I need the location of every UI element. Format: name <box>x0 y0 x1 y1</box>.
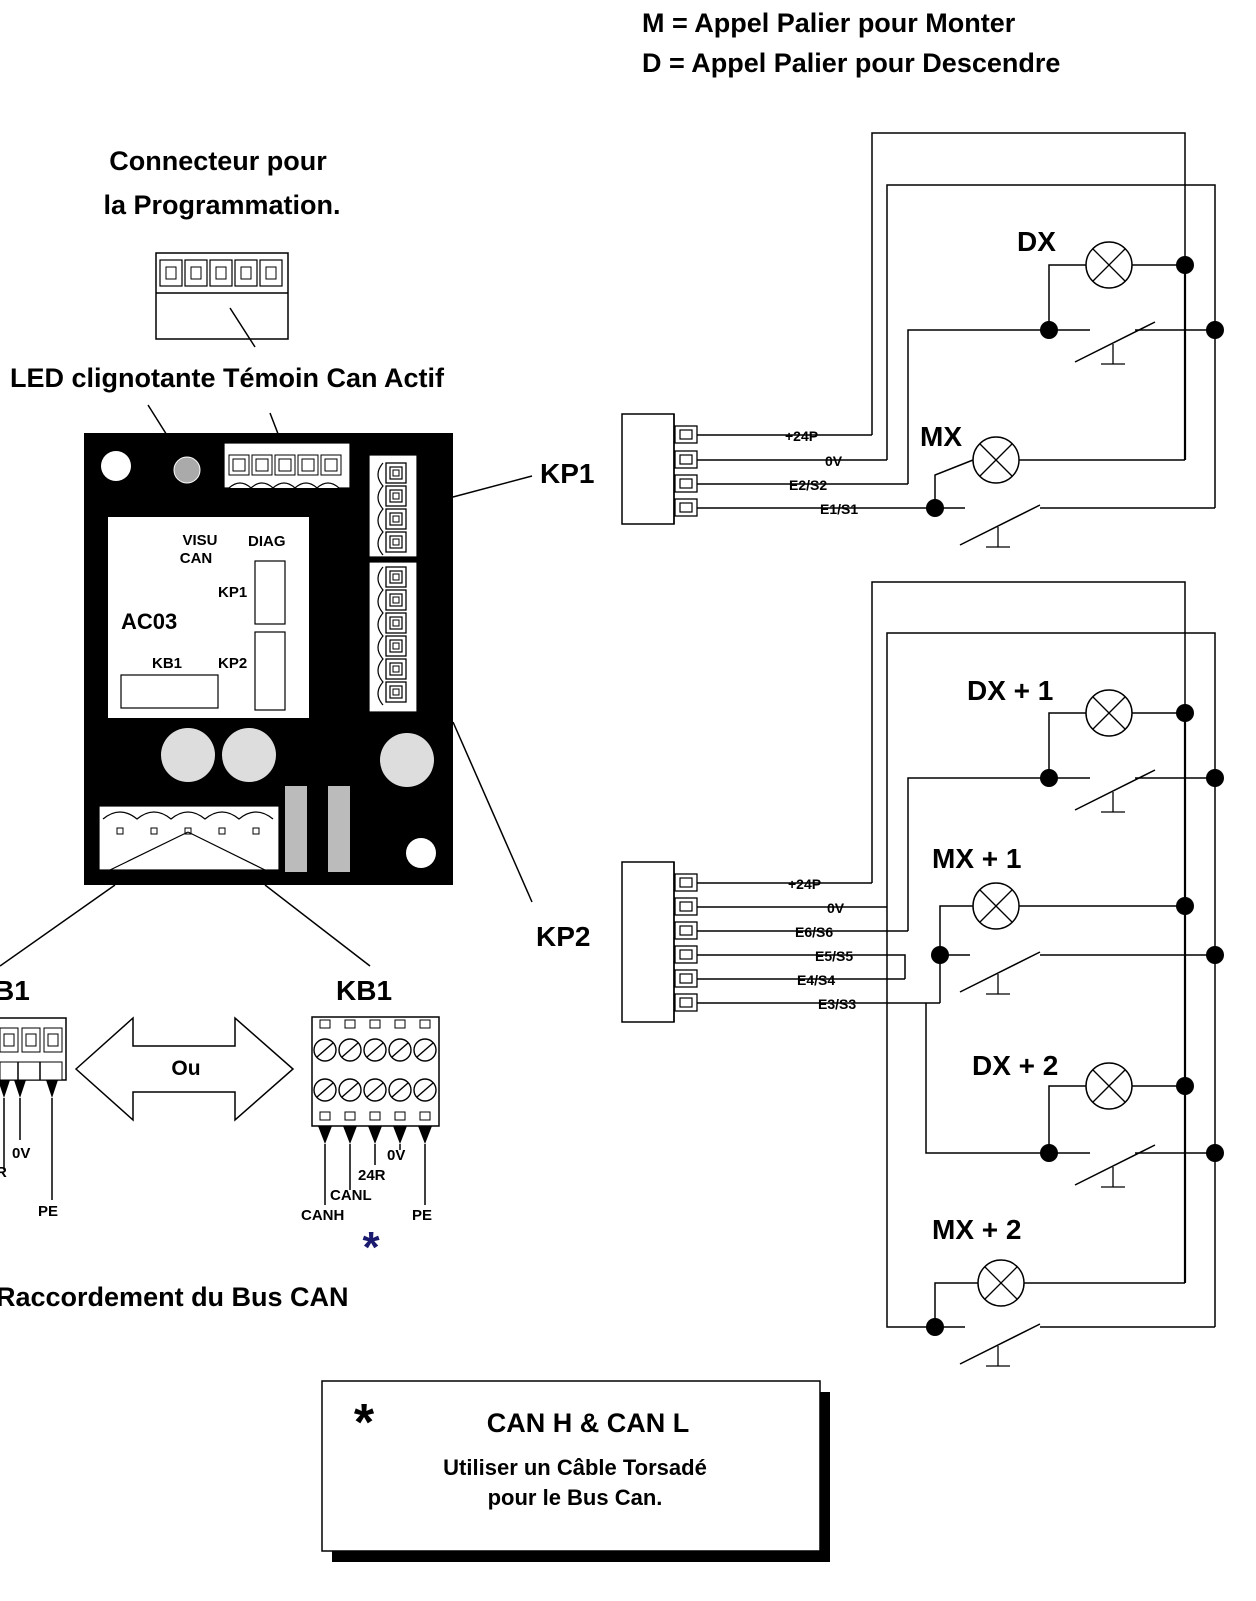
kp2-wiring: +24P 0V E6/S6 E5/S5 E4/S4 E3/S3 DX + 1 M… <box>621 581 1224 1367</box>
board-can: CAN <box>180 550 213 567</box>
kb1-right-star: * <box>362 1223 380 1272</box>
board-kp2-connector <box>368 561 418 713</box>
node <box>1040 321 1058 339</box>
lamp-dx1-label: DX + 1 <box>967 675 1053 706</box>
board-kp1-connector <box>368 454 418 558</box>
mount-hole <box>406 838 436 868</box>
kp1-wiring: +24P 0V E2/S2 E1/S1 DX MX <box>621 132 1224 548</box>
kb1-left-connector: B1 0V R PE <box>0 975 67 1220</box>
prog-connector-title-2: la Programmation. <box>103 190 340 220</box>
prog-connector-pins <box>159 259 283 287</box>
ac03-board: VISU CAN DIAG KP1 AC03 KB1 KP2 <box>84 433 453 885</box>
kp2-connector-housing <box>621 861 675 1023</box>
kp2-pin-e3s3: E3/S3 <box>818 996 856 1012</box>
kb1-right-0v: 0V <box>387 1147 405 1164</box>
diag-kp2-slot <box>254 631 286 711</box>
kb1-right-24r: 24R <box>358 1167 386 1184</box>
lamp-mx2-label: MX + 2 <box>932 1214 1021 1245</box>
kp1-pin-24p: +24P <box>785 428 818 444</box>
lamp-mx-label: MX <box>920 421 962 452</box>
kp2-pin-e4s4: E4/S4 <box>797 972 835 988</box>
kp1-pin-e1s1: E1/S1 <box>820 501 858 517</box>
callout-kp1: KP1 <box>540 458 594 489</box>
node <box>1176 256 1194 274</box>
callout-kp2: KP2 <box>536 921 590 952</box>
kb1-right-canl: CANL <box>330 1187 372 1204</box>
diag-kb1-slot <box>120 674 219 709</box>
node <box>926 499 944 517</box>
kb1-right-title: KB1 <box>336 975 392 1006</box>
kb1-right-canh: CANH <box>301 1207 344 1224</box>
bus-can-label: Raccordement du Bus CAN <box>0 1282 349 1312</box>
kp2-pin-0v: 0V <box>827 900 845 916</box>
legend: M = Appel Palier pour Monter D = Appel P… <box>642 8 1060 78</box>
lamp-mx1-label: MX + 1 <box>932 843 1021 874</box>
note-box: * CAN H & CAN L Utiliser un Câble Torsad… <box>321 1380 830 1562</box>
legend-line-down: D = Appel Palier pour Descendre <box>642 48 1060 78</box>
fuse-1 <box>285 786 307 872</box>
legend-line-up: M = Appel Palier pour Monter <box>642 8 1016 38</box>
kp1-connector-housing <box>621 413 675 525</box>
kb1-right-connector: KB1 0V 24R CANL CANH PE * <box>301 975 440 1272</box>
capacitor-2 <box>222 728 276 782</box>
capacitor-1 <box>161 728 215 782</box>
board-kb1-connector <box>98 805 280 871</box>
kb1-left-r: R <box>0 1164 7 1181</box>
note-line-2: pour le Bus Can. <box>488 1485 663 1510</box>
board-kp2: KP2 <box>218 655 247 672</box>
led-indicator <box>173 456 201 484</box>
lamp-dx-label: DX <box>1017 226 1056 257</box>
kb1-right-pe: PE <box>412 1207 432 1224</box>
kp2-pin-24p: +24P <box>788 876 821 892</box>
board-prog-header <box>223 442 351 489</box>
kb1-left-pe: PE <box>38 1203 58 1220</box>
programming-connector: Connecteur pour la Programmation. <box>103 146 341 348</box>
prog-connector-title-1: Connecteur pour <box>109 146 327 176</box>
kb1-left-title: B1 <box>0 975 30 1006</box>
note-star: * <box>354 1394 375 1452</box>
board-visu: VISU <box>182 532 217 549</box>
lamp-dx2-label: DX + 2 <box>972 1050 1058 1081</box>
node <box>1206 321 1224 339</box>
kp2-pin-e6s6: E6/S6 <box>795 924 833 940</box>
board-kp1: KP1 <box>218 584 247 601</box>
kp1-pin-e2s2: E2/S2 <box>789 477 827 493</box>
kb1-left-0v: 0V <box>12 1145 30 1162</box>
kp2-pin-e5s5: E5/S5 <box>815 948 853 964</box>
board-diag: DIAG <box>248 533 286 550</box>
mount-hole <box>101 451 131 481</box>
diag-kp1-slot <box>254 560 286 625</box>
board-model: AC03 <box>121 609 177 634</box>
board-kb1: KB1 <box>152 655 182 672</box>
note-title: CAN H & CAN L <box>487 1408 690 1438</box>
or-double-arrow: Ou <box>74 1016 295 1122</box>
led-label: LED clignotante Témoin Can Actif <box>10 363 445 393</box>
capacitor-3 <box>380 733 434 787</box>
note-line-1: Utiliser un Câble Torsadé <box>443 1455 707 1480</box>
fuse-2 <box>328 786 350 872</box>
or-label: Ou <box>171 1057 200 1080</box>
kp1-pin-0v: 0V <box>825 453 843 469</box>
